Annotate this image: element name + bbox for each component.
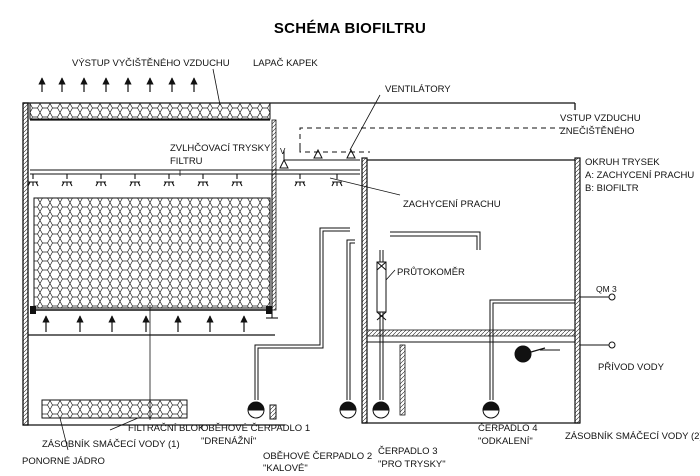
label-pump2-2: "KALOVÉ" — [263, 463, 308, 474]
fans — [279, 148, 360, 169]
perforated-plate — [366, 329, 576, 337]
label-nozzle-circuit-2: A: ZACHYCENÍ PRACHU — [585, 170, 695, 181]
label-dust-capture: ZACHYCENÍ PRACHU — [403, 199, 501, 210]
diagram-title: SCHÉMA BIOFILTRU — [273, 20, 427, 37]
label-pump4-2: "ODKALENÍ" — [478, 436, 533, 447]
label-pump2-1: OBĚHOVÉ ČERPADLO 2 — [263, 451, 373, 462]
label-v-mark: V — [280, 147, 286, 156]
label-nozzle-circuit-1: OKRUH TRYSEK — [585, 157, 660, 168]
dust-chamber — [361, 157, 581, 424]
label-pump1-2: "DRENÁŽNÍ" — [201, 436, 257, 447]
label-filter-block: FILTRAČNÍ BLOK — [128, 423, 205, 434]
label-pump3-1: ČERPADLO 3 — [378, 446, 438, 457]
label-reservoir-2: ZÁSOBNÍK SMÁČECÍ VODY (2) — [565, 431, 700, 442]
flowmeter — [376, 261, 387, 321]
label-inlet-polluted-1: VSTUP VZDUCHU — [560, 113, 641, 124]
air-flow-arrows — [42, 315, 248, 332]
humidifier-nozzles — [27, 169, 360, 319]
label-flowmeter: PRŮTOKOMĚR — [397, 267, 465, 278]
float-valve — [514, 293, 616, 363]
label-humidifier-nozzles-1: ZVLHČOVACÍ TRYSKY — [170, 143, 271, 154]
label-pump1-1: OBĚHOVÉ ČERPADLO 1 — [201, 423, 311, 434]
inner-wall — [271, 119, 277, 311]
label-droplet-catcher: LAPAČ KAPEK — [253, 58, 318, 69]
label-pump3-2: "PRO TRYSKY" — [378, 459, 446, 470]
label-inlet-polluted-2: ZNEČIŠTĚNÉHO — [560, 126, 635, 137]
droplet-catcher-layer — [29, 102, 271, 120]
outlet-arrows — [38, 77, 198, 92]
piping — [254, 227, 610, 400]
label-submersible-core: PONORNÉ JÁDRO — [22, 456, 105, 467]
label-pump4-1: ČERPADLO 4 — [478, 423, 538, 434]
submersible-core — [41, 399, 188, 419]
label-water-inlet: PŘÍVOD VODY — [598, 362, 664, 373]
label-qm: QM 3 — [596, 284, 617, 294]
label-outlet-clean-air: VÝSTUP VYČIŠTĚNÉHO VZDUCHU — [72, 58, 230, 69]
polluted-air-duct — [299, 127, 565, 153]
leader-lines — [59, 68, 401, 451]
label-nozzle-circuit-3: B: BIOFILTR — [585, 183, 639, 194]
filter-block — [33, 197, 271, 309]
pumps — [247, 401, 500, 420]
label-reservoir-1: ZÁSOBNÍK SMÁČECÍ VODY (1) — [42, 439, 180, 450]
label-fans: VENTILÁTORY — [385, 84, 451, 95]
label-humidifier-nozzles-2: FILTRU — [170, 156, 203, 167]
